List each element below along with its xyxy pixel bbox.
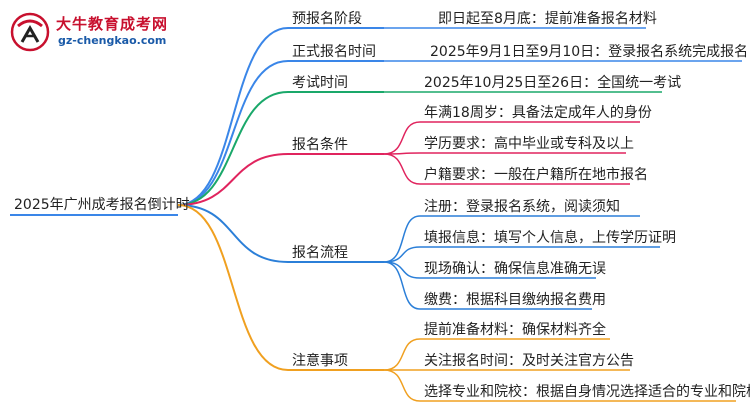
logo: 大牛教育成考网 gz-chengkao.com bbox=[6, 10, 176, 54]
leaf-item: 填报信息：填写个人信息，上传学历证明 bbox=[424, 230, 676, 246]
leaf-item: 2025年9月1日至9月10日：登录报名系统完成报名 bbox=[430, 44, 749, 60]
root-topic: 2025年广州成考报名倒计时 bbox=[14, 197, 190, 213]
leaf-item: 关注报名时间：及时关注官方公告 bbox=[424, 353, 634, 369]
leaf-connector bbox=[383, 153, 630, 185]
leaf-connector bbox=[383, 246, 660, 263]
logo-name: 大牛教育成考网 bbox=[56, 15, 169, 33]
branch-connector bbox=[177, 91, 384, 206]
leaf-connector bbox=[383, 152, 626, 155]
leaf-item: 提前准备材料：确保材料齐全 bbox=[424, 322, 606, 338]
branch-notes: 注意事项 bbox=[292, 353, 348, 369]
branch-process: 报名流程 bbox=[292, 245, 348, 261]
branch-connector bbox=[177, 153, 384, 206]
leaf-item: 学历要求：高中毕业或专科及以上 bbox=[424, 136, 634, 152]
leaf-item: 即日起至8月底：提前准备报名材料 bbox=[438, 11, 657, 27]
branch-connector bbox=[177, 27, 384, 206]
leaf-connector bbox=[383, 215, 640, 263]
branch-exam-time: 考试时间 bbox=[292, 75, 348, 91]
leaf-item: 注册：登录报名系统，阅读须知 bbox=[424, 199, 620, 215]
leaf-connector bbox=[383, 261, 596, 279]
branch-connector bbox=[177, 204, 384, 371]
leaf-connector bbox=[383, 369, 736, 402]
leaf-connector bbox=[383, 338, 610, 371]
logo-url: gz-chengkao.com bbox=[58, 34, 167, 47]
branch-pre-registration: 预报名阶段 bbox=[292, 11, 362, 27]
logo-mark-icon bbox=[10, 12, 50, 52]
branch-formal-registration: 正式报名时间 bbox=[292, 44, 376, 60]
leaf-connector bbox=[383, 261, 592, 310]
leaf-item: 选择专业和院校：根据自身情况选择适合的专业和院校 bbox=[424, 384, 750, 400]
branch-connector bbox=[177, 60, 384, 206]
leaf-item: 年满18周岁：具备法定成年人的身份 bbox=[424, 105, 652, 121]
leaf-connector bbox=[383, 121, 640, 155]
leaf-item: 缴费：根据科目缴纳报名费用 bbox=[424, 292, 606, 308]
branch-connector bbox=[177, 204, 384, 263]
branch-requirements: 报名条件 bbox=[292, 137, 348, 153]
leaf-item: 现场确认：确保信息准确无误 bbox=[424, 261, 606, 277]
leaf-item: 2025年10月25日至26日：全国统一考试 bbox=[424, 75, 682, 91]
leaf-item: 户籍要求：一般在户籍所在地市报名 bbox=[424, 167, 648, 183]
